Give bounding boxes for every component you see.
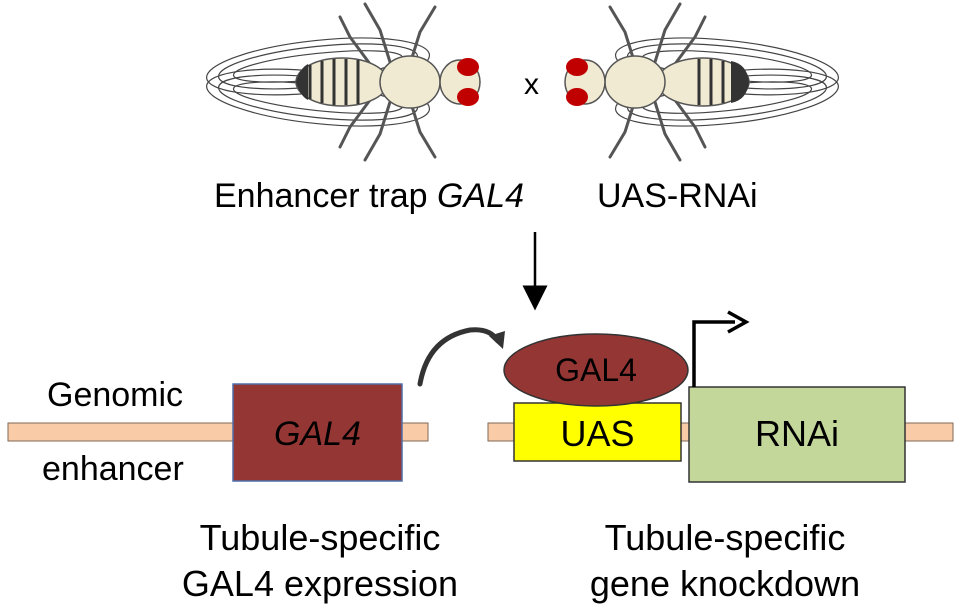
genomic-label: Genomic [47,376,184,414]
gal4-binding-curved-arrow [417,327,501,387]
parent-uas-rnai-label: UAS-RNAi [597,177,758,215]
enhancer-label: enhancer [42,450,184,488]
parent-gal4-label: Enhancer trap GAL4 [214,179,524,213]
left-caption-line1: Tubule-specific [199,517,441,558]
uas-label: UAS [560,413,635,454]
rnai-box [688,386,906,483]
right-caption-line1: Tubule-specific [604,517,846,558]
transcription-start-arrow [692,320,735,387]
gal4-protein-label: GAL4 [555,352,637,388]
right-caption-line2: gene knockdown [589,563,861,604]
gal4-protein-ellipse [503,333,689,407]
fly-left-illustration [206,2,481,162]
parent-gal4-prefix: Enhancer trap [214,177,438,215]
parent-gal4-gene: GAL4 [437,177,524,215]
gal4-gene-label: GAL4 [274,415,361,453]
gal4-gene-box [232,383,403,482]
uas-box [513,402,682,462]
rnai-label: RNAi [754,413,839,454]
cross-symbol: x [524,68,539,101]
fly-right-illustration [564,2,839,162]
left-caption-line2: GAL4 expression [181,563,459,604]
